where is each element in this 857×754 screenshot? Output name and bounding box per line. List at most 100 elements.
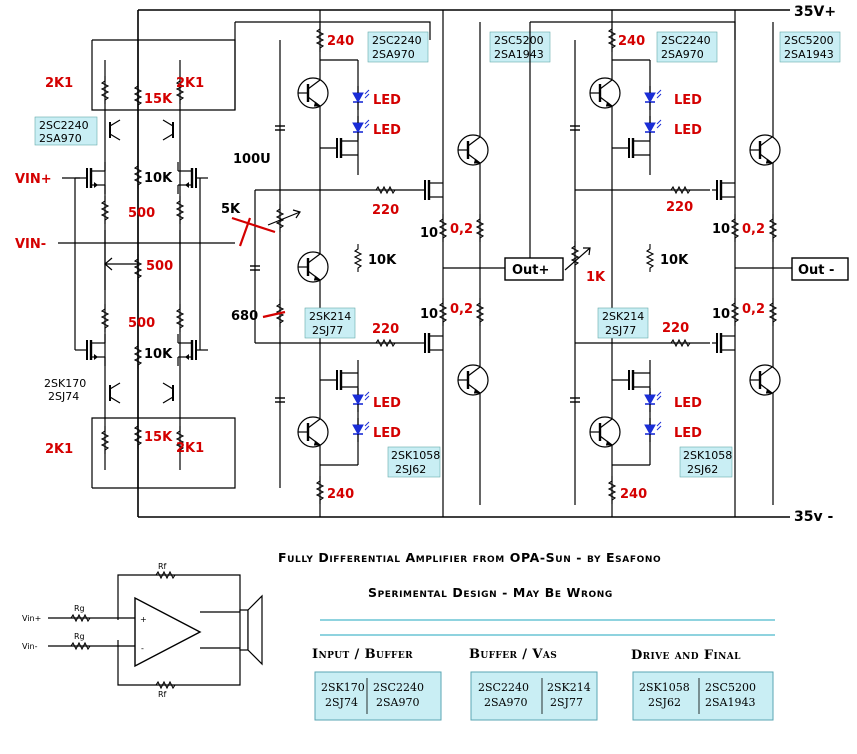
stage-header: Input / Buffer (312, 647, 413, 662)
part-label: 2SK214 (602, 310, 644, 323)
rg-bot-label: Rg (74, 632, 85, 641)
r-1k-label: 1K (586, 270, 606, 285)
stage-part: 2SA970 (376, 696, 419, 709)
out-neg-label: Out - (798, 263, 834, 278)
output-negative: Out - (791, 257, 849, 281)
r-680-label: 680 (231, 309, 258, 324)
right-led-4-label: LED (674, 426, 702, 441)
out-pos-label: Out+ (512, 263, 549, 278)
left-top-output-part-box: 2SC5200 2SA1943 (489, 31, 551, 63)
part-label: 2SC2240 (39, 119, 89, 132)
stage-part: 2SK214 (547, 681, 591, 694)
right-led-3-label: LED (674, 396, 702, 411)
stage-buffer-vas: Buffer / Vas 2SC2240 2SA970 2SK214 2SJ77 (469, 647, 598, 721)
right-top-driver-part-box: 2SC2240 2SA970 (656, 31, 718, 63)
vin-neg-label: VIN- (15, 237, 46, 252)
right-bot-part-box: 2SK1058 2SJ62 (679, 446, 733, 478)
r-220-right-bot-label: 220 (662, 321, 689, 336)
left-led-1-label: LED (373, 93, 401, 108)
positive-rail-label: 35V+ (794, 4, 836, 20)
stage-part: 2SJ62 (648, 696, 681, 709)
part-label: 2SJ77 (605, 324, 636, 337)
part-label: 2SC2240 (372, 34, 422, 47)
part-label: 2SA970 (39, 132, 82, 145)
part-label: 2SJ77 (312, 324, 343, 337)
left-led-2-label: LED (373, 123, 401, 138)
part-label: 2SK214 (309, 310, 351, 323)
part-label: 2SA970 (372, 48, 415, 61)
r-240-right-top-label: 240 (618, 34, 645, 49)
stage-header: Drive and Final (631, 648, 741, 663)
stage-part: 2SK170 (321, 681, 365, 694)
right-led-2-label: LED (674, 123, 702, 138)
left-bot-part-box: 2SK1058 2SJ62 (387, 446, 441, 478)
part-label: 2SK170 (44, 377, 86, 390)
mini-opamp-schematic: Rf Rf Rg Rg Vin+ Vin- + - (22, 562, 263, 699)
r-2k1-top-left-label: 2K1 (45, 76, 73, 91)
r-02-right-bot-label: 0,2 (742, 302, 765, 317)
r-240-right-bot-label: 240 (620, 487, 647, 502)
stage-part: 2SC2240 (373, 681, 424, 694)
r-10-right-top-label: 10 (712, 222, 730, 237)
r-240-left-bot-label: 240 (327, 487, 354, 502)
r-220-left-top-label: 220 (372, 203, 399, 218)
r-240-left-top-label: 240 (327, 34, 354, 49)
opamp-minus-label: - (141, 644, 144, 653)
r-500-bot-label: 500 (128, 316, 155, 331)
stage-part: 2SA970 (484, 696, 527, 709)
vin-pos-label: VIN+ (15, 172, 52, 187)
r-10k-bot-label: 10K (144, 347, 173, 362)
input-pair-top-part-box: 2SC2240 2SA970 (34, 116, 98, 146)
r-500-top-label: 500 (128, 206, 155, 221)
diagram-subtitle: Sperimental Design - May Be Wrong (368, 585, 613, 600)
stage-part: 2SC2240 (478, 681, 529, 694)
r-15k-top-label: 15K (144, 92, 173, 107)
part-label: 2SC5200 (784, 34, 834, 47)
left-led-3-label: LED (373, 396, 401, 411)
r-02-left-bot-label: 0,2 (450, 302, 473, 317)
right-led-1-label: LED (674, 93, 702, 108)
r-10-left-top-label: 10 (420, 226, 438, 241)
stage-part: 2SJ74 (325, 696, 358, 709)
left-channel (231, 10, 505, 517)
r-2k1-bot-right-label: 2K1 (176, 441, 204, 456)
r-500-mid-label: 500 (146, 259, 173, 274)
left-led-4-label: LED (373, 426, 401, 441)
right-top-output-part-box: 2SC5200 2SA1943 (779, 31, 841, 63)
rf-bot-label: Rf (158, 690, 167, 699)
output-positive: Out+ (504, 257, 564, 281)
rf-top-label: Rf (158, 562, 167, 571)
right-channel (529, 10, 795, 517)
r-220-right-top-label: 220 (666, 200, 693, 215)
part-label: 2SC5200 (494, 34, 544, 47)
r-10k-left-label: 10K (368, 253, 397, 268)
stage-drive-final: Drive and Final 2SK1058 2SJ62 2SC5200 2S… (631, 648, 774, 721)
part-label: 2SK1058 (683, 449, 732, 462)
part-label: 2SJ74 (48, 390, 79, 403)
stage-part: 2SJ77 (550, 696, 583, 709)
left-top-driver-part-box: 2SC2240 2SA970 (367, 31, 429, 63)
r-10k-top-label: 10K (144, 171, 173, 186)
r-10-right-bot-label: 10 (712, 307, 730, 322)
diagram-title: Fully Differential Amplifier from OPA-Su… (278, 550, 661, 565)
stage-part: 2SK1058 (639, 681, 690, 694)
part-label: 2SC2240 (661, 34, 711, 47)
input-pair-bot-part-box: 2SK170 2SJ74 (44, 377, 86, 403)
part-label: 2SK1058 (391, 449, 440, 462)
stage-part: 2SC5200 (705, 681, 756, 694)
mini-vin-pos-label: Vin+ (22, 614, 41, 623)
stage-input-buffer: Input / Buffer 2SK170 2SJ74 2SC2240 2SA9… (312, 647, 442, 721)
r-02-right-top-label: 0,2 (742, 222, 765, 237)
mini-vin-neg-label: Vin- (22, 642, 38, 651)
left-mid-part-box: 2SK214 2SJ77 (304, 307, 356, 339)
r-2k1-top-right-label: 2K1 (176, 76, 204, 91)
part-label: 2SA1943 (784, 48, 834, 61)
part-label: 2SJ62 (687, 463, 718, 476)
r-15k-bot-label: 15K (144, 430, 173, 445)
r-10k-right-label: 10K (660, 253, 689, 268)
r-02-left-top-label: 0,2 (450, 222, 473, 237)
r-220-left-bot-label: 220 (372, 322, 399, 337)
part-label: 2SA970 (661, 48, 704, 61)
rg-top-label: Rg (74, 604, 85, 613)
